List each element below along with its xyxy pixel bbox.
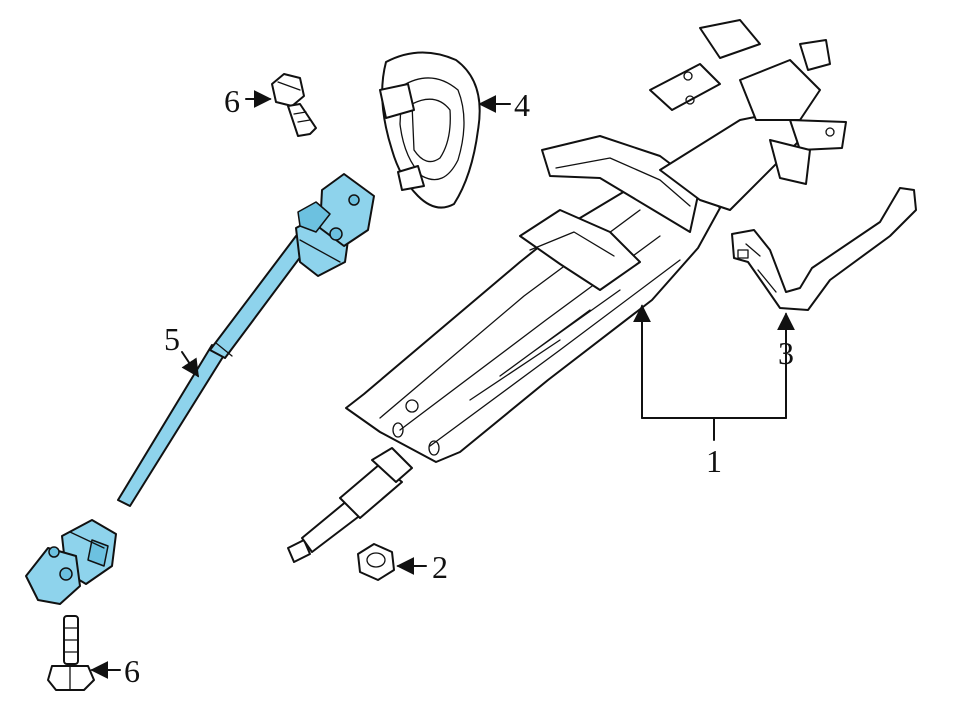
callout-2: 2	[432, 549, 448, 585]
callout-3: 3	[778, 335, 794, 371]
intermediate-shaft[interactable]	[25, 173, 375, 605]
column-boot[interactable]	[379, 51, 481, 209]
steering-column[interactable]	[287, 19, 847, 563]
leader-lines	[90, 90, 795, 679]
callout-4: 4	[514, 87, 530, 123]
callout-numbers: 1 2 3 4 5 6 6	[124, 83, 794, 689]
bracket[interactable]	[731, 187, 917, 311]
upper-bolt[interactable]	[271, 73, 317, 137]
callout-6-upper: 6	[224, 83, 240, 119]
lower-bolt[interactable]	[47, 615, 95, 691]
callout-6-lower: 6	[124, 653, 140, 689]
callout-1: 1	[706, 443, 722, 479]
leader-intermediate-shaft	[181, 351, 199, 378]
callout-5: 5	[164, 321, 180, 357]
nut[interactable]	[357, 543, 395, 581]
